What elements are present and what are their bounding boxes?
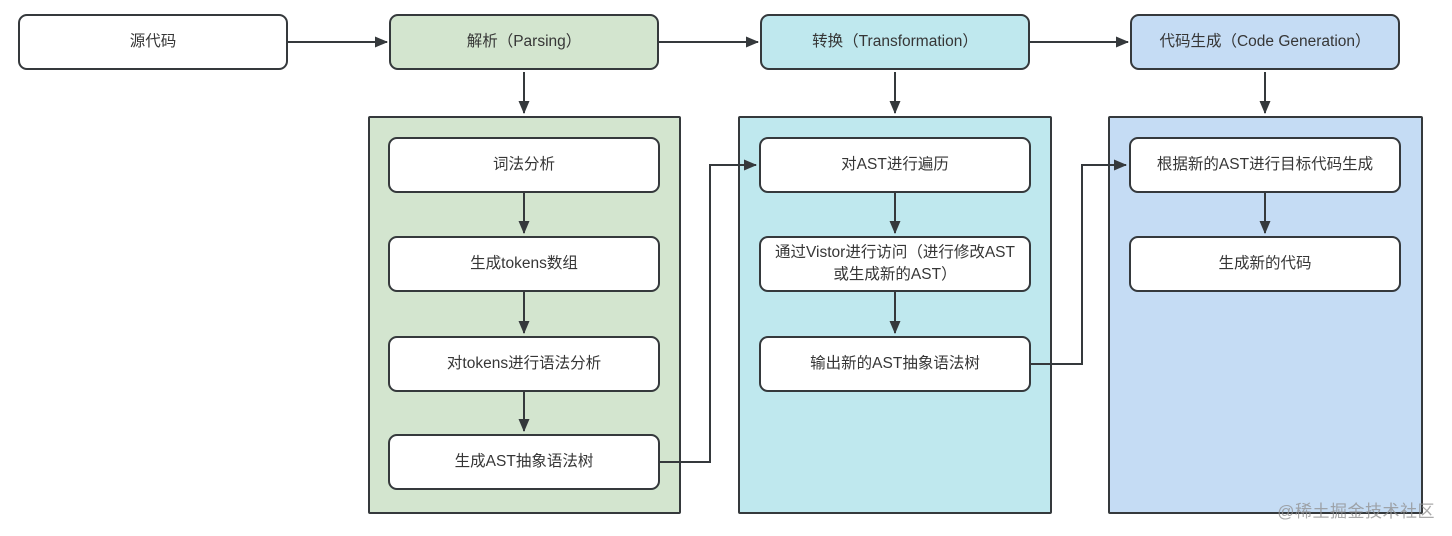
juejin-watermark: @稀土掘金技术社区	[1277, 502, 1435, 521]
step-output-new-ast: 输出新的AST抽象语法树	[759, 336, 1031, 392]
node-parsing: 解析（Parsing）	[389, 14, 659, 70]
step-generate-tokens-array: 生成tokens数组	[388, 236, 660, 292]
step-generate-target-code: 根据新的AST进行目标代码生成	[1129, 137, 1401, 193]
node-code-generation: 代码生成（Code Generation）	[1130, 14, 1400, 70]
node-source-code: 源代码	[18, 14, 288, 70]
step-visitor-access: 通过Vistor进行访问（进行修改AST 或生成新的AST）	[759, 236, 1031, 292]
step-generate-ast: 生成AST抽象语法树	[388, 434, 660, 490]
step-lexical-analysis: 词法分析	[388, 137, 660, 193]
step-syntax-analysis-tokens: 对tokens进行语法分析	[388, 336, 660, 392]
step-traverse-ast: 对AST进行遍历	[759, 137, 1031, 193]
step-generate-new-code: 生成新的代码	[1129, 236, 1401, 292]
node-transformation: 转换（Transformation）	[760, 14, 1030, 70]
